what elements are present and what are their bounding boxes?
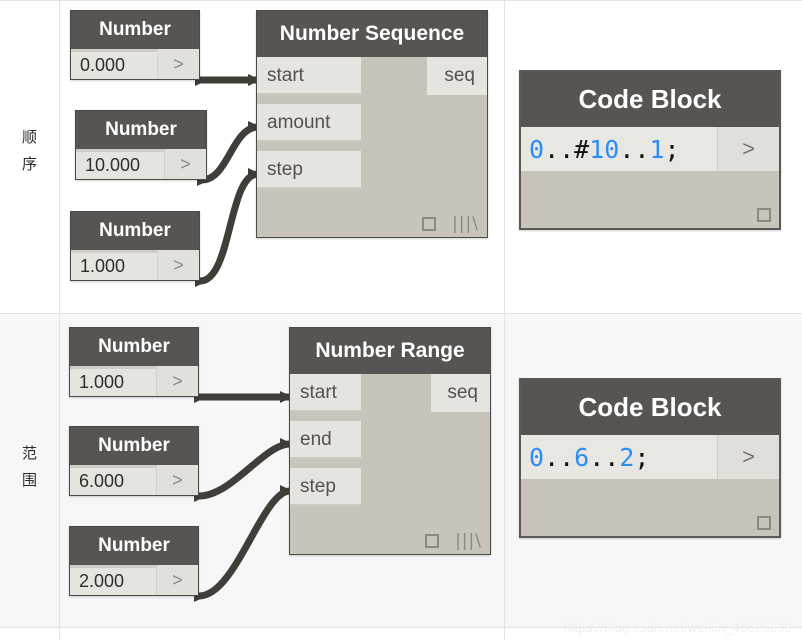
input-port-start[interactable]: start xyxy=(290,374,361,412)
number-value[interactable]: 1.000 xyxy=(70,366,156,396)
output-port-chevron-icon[interactable]: > xyxy=(156,366,198,396)
number-node-body: 6.000 > xyxy=(70,465,198,495)
grid-hline-mid xyxy=(0,313,802,314)
number-value[interactable]: 2.000 xyxy=(70,565,156,595)
node-title: Number xyxy=(70,527,198,565)
grid-hline-bottom xyxy=(0,627,802,628)
node-footer-icons: |||\ xyxy=(422,214,479,234)
watermark: https://blog.csdn.net/weixin_40626630 xyxy=(563,620,792,635)
row-label-char: 顺 xyxy=(21,128,38,146)
number-node[interactable]: Number 1.000 > xyxy=(69,327,199,397)
node-title: Number xyxy=(70,427,198,465)
wire-number10-to-amount xyxy=(198,123,262,184)
number-range-node[interactable]: Number Range start end step seq |||\ xyxy=(289,327,491,555)
node-footer-icons xyxy=(757,516,771,530)
number-value[interactable]: 0.000 xyxy=(71,49,157,79)
node-title: Number Range xyxy=(290,328,490,374)
node-title: Number xyxy=(76,111,206,149)
code-block-node[interactable]: Code Block 0..6..2; > xyxy=(519,378,781,538)
node-title: Number Sequence xyxy=(257,11,487,57)
number-node[interactable]: Number 1.000 > xyxy=(70,211,200,281)
input-port-step[interactable]: step xyxy=(290,468,361,506)
number-node-body: 0.000 > xyxy=(71,49,199,79)
input-port-start[interactable]: start xyxy=(257,57,361,95)
number-sequence-node[interactable]: Number Sequence start amount step seq ||… xyxy=(256,10,488,238)
node-title: Number xyxy=(71,212,199,250)
node-body: 0..6..2; > xyxy=(521,435,779,536)
row-label-char: 范 xyxy=(21,444,38,462)
row-label-range: 范 围 xyxy=(0,440,60,494)
grid-hline-top xyxy=(0,0,802,1)
node-footer-icons: |||\ xyxy=(425,531,482,551)
code-line: 0..#10..1; > xyxy=(521,127,779,171)
input-port-step[interactable]: step xyxy=(257,151,361,189)
output-port-chevron-icon[interactable]: > xyxy=(157,250,199,280)
node-body: start amount step seq |||\ xyxy=(257,57,487,237)
node-body: 0..#10..1; > xyxy=(521,127,779,228)
input-port-end[interactable]: end xyxy=(290,421,361,459)
number-node[interactable]: Number 10.000 > xyxy=(75,110,207,180)
output-port-seq[interactable]: seq xyxy=(427,57,487,95)
output-port-chevron-icon[interactable]: > xyxy=(156,465,198,495)
number-node[interactable]: Number 6.000 > xyxy=(69,426,199,496)
number-node[interactable]: Number 2.000 > xyxy=(69,526,199,596)
number-node-body: 1.000 > xyxy=(70,366,198,396)
number-node[interactable]: Number 0.000 > xyxy=(70,10,200,80)
row-label-sequence: 顺 序 xyxy=(0,124,60,178)
output-port-chevron-icon[interactable]: > xyxy=(717,435,779,479)
checkbox-icon[interactable] xyxy=(757,516,771,530)
code-block-node[interactable]: Code Block 0..#10..1; > xyxy=(519,70,781,230)
output-port-seq[interactable]: seq xyxy=(431,374,490,412)
code-line: 0..6..2; > xyxy=(521,435,779,479)
lacing-icon[interactable]: |||\ xyxy=(452,214,479,234)
grid-vline-label xyxy=(59,0,60,640)
number-value[interactable]: 1.000 xyxy=(71,250,157,280)
row-label-char: 序 xyxy=(21,155,38,173)
checkbox-icon[interactable] xyxy=(422,217,437,231)
grid-vline-codeblock xyxy=(504,0,505,640)
checkbox-icon[interactable] xyxy=(425,534,440,548)
code-expression[interactable]: 0..#10..1; xyxy=(521,127,717,171)
node-body: start end step seq |||\ xyxy=(290,374,490,554)
node-title: Code Block xyxy=(521,72,779,127)
wire-number1-to-step xyxy=(196,170,262,285)
number-value[interactable]: 10.000 xyxy=(76,149,164,179)
row-label-char: 围 xyxy=(21,471,38,489)
node-title: Number xyxy=(70,328,198,366)
number-node-body: 10.000 > xyxy=(76,149,206,179)
output-port-chevron-icon[interactable]: > xyxy=(717,127,779,171)
code-expression[interactable]: 0..6..2; xyxy=(521,435,717,479)
number-node-body: 1.000 > xyxy=(71,250,199,280)
node-footer-icons xyxy=(757,208,771,222)
node-title: Number xyxy=(71,11,199,49)
number-value[interactable]: 6.000 xyxy=(70,465,156,495)
checkbox-icon[interactable] xyxy=(757,208,771,222)
output-port-chevron-icon[interactable]: > xyxy=(157,49,199,79)
lacing-icon[interactable]: |||\ xyxy=(455,531,482,551)
output-port-chevron-icon[interactable]: > xyxy=(164,149,206,179)
number-node-body: 2.000 > xyxy=(70,565,198,595)
output-port-chevron-icon[interactable]: > xyxy=(156,565,198,595)
node-title: Code Block xyxy=(521,380,779,435)
input-port-amount[interactable]: amount xyxy=(257,104,361,142)
